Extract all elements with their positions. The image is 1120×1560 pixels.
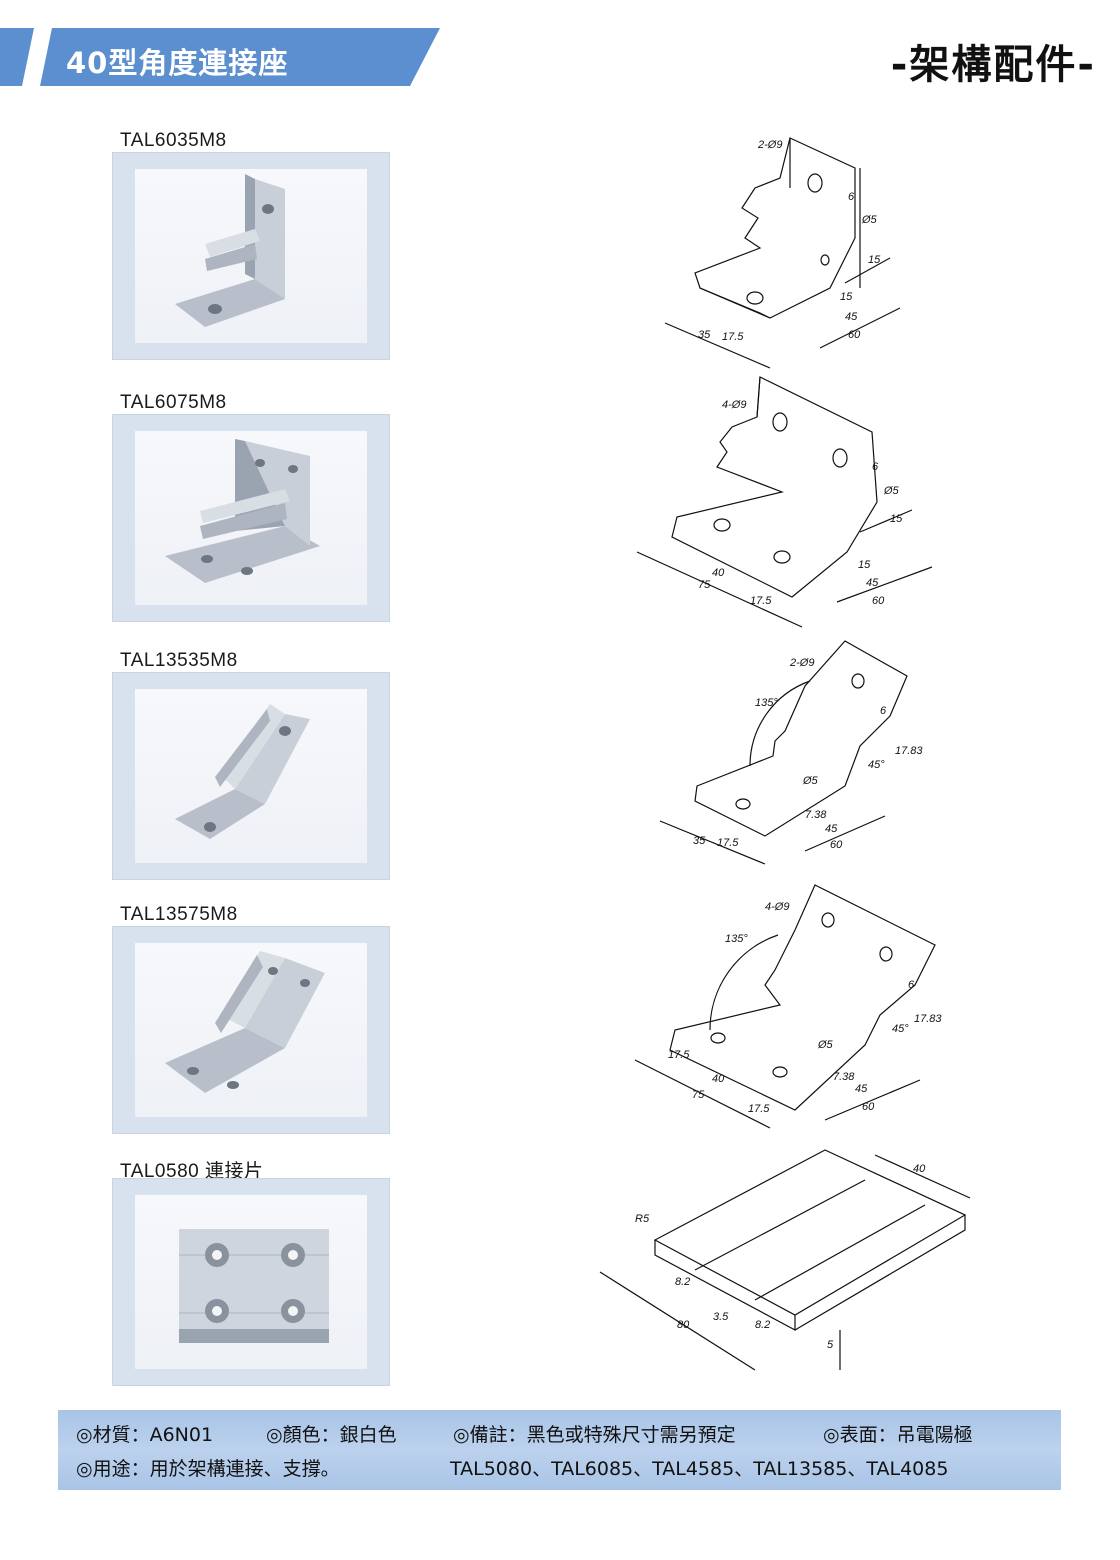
dim-45: 45 (825, 823, 838, 835)
dim-8-2a: 8.2 (675, 1276, 690, 1288)
dim-17-5: 17.5 (722, 331, 744, 343)
plate-photo-icon (179, 1229, 329, 1343)
dim-6: 6 (908, 979, 915, 991)
dim-15a: 15 (890, 513, 903, 525)
technical-drawing-tal13575m8: 4-Ø9 135° 6 17.83 45° Ø5 7.38 45 60 17.5… (634, 884, 942, 1129)
dim-75: 75 (698, 579, 711, 591)
dim-7-38: 7.38 (805, 809, 827, 821)
dim-17-5a: 17.5 (668, 1049, 690, 1061)
category-title: -架構配件- (890, 42, 1096, 88)
dim-phi5: Ø5 (817, 1039, 834, 1051)
dim-phi5: Ø5 (883, 485, 900, 497)
dim-40: 40 (712, 567, 725, 579)
bracket-photo-icon (165, 439, 320, 583)
dim-15a: 15 (868, 254, 881, 266)
dim-phi5: Ø5 (802, 775, 819, 787)
spec-surface: ◎表面：吊電陽極 (823, 1424, 973, 1446)
dim-6: 6 (848, 191, 855, 203)
dim-15b: 15 (858, 559, 871, 571)
dim-17-83: 17.83 (895, 745, 923, 757)
dim-40: 40 (712, 1073, 725, 1085)
dim-45: 45 (845, 311, 858, 323)
model-label: TAL13575M8 (120, 904, 238, 925)
technical-drawing-tal13535m8: 2-Ø9 135° 6 17.83 45° Ø5 7.38 45 60 35 1… (659, 640, 923, 865)
dim-holes: 2-Ø9 (757, 139, 782, 151)
technical-drawing-tal6075m8: 4-Ø9 6 Ø5 15 15 45 60 40 75 17.5 (636, 376, 933, 628)
dim-17-5: 17.5 (750, 595, 772, 607)
dim-45: 45 (866, 577, 879, 589)
product-photo (112, 672, 390, 880)
model-label: TAL6075M8 (120, 392, 227, 413)
spec-material: ◎材質：A6N01 (76, 1424, 214, 1446)
dim-angle: 135° (725, 933, 748, 945)
dim-45deg: 45° (868, 759, 885, 771)
dim-17-5: 17.5 (717, 837, 739, 849)
dim-7-38: 7.38 (833, 1071, 855, 1083)
product-photo (112, 152, 390, 360)
dim-6: 6 (880, 705, 887, 717)
dim-60: 60 (830, 839, 843, 851)
dim-r5: R5 (635, 1213, 650, 1225)
model-label: TAL6035M8 (120, 130, 227, 151)
product-photo (112, 926, 390, 1134)
dim-angle: 135° (755, 697, 778, 709)
dim-17-83: 17.83 (914, 1013, 942, 1025)
dim-6: 6 (872, 461, 879, 473)
header-banner (0, 28, 440, 86)
spec-related-models: TAL5080、TAL6085、TAL4585、TAL13585、TAL4085 (450, 1458, 949, 1480)
model-label: TAL0580 連接片 (120, 1161, 264, 1182)
dim-60: 60 (872, 595, 885, 607)
dim-5: 5 (827, 1339, 834, 1351)
bracket-photo-icon (165, 951, 325, 1093)
dim-phi5: Ø5 (861, 214, 878, 226)
dim-3-5: 3.5 (713, 1311, 729, 1323)
model-label: TAL13535M8 (120, 650, 238, 671)
dim-45deg: 45° (892, 1023, 909, 1035)
bracket-photo-icon (175, 704, 310, 839)
technical-drawing-tal0580: R5 40 80 8.2 8.2 3.5 5 (599, 1149, 971, 1371)
bracket-photo-icon (175, 174, 285, 327)
dim-45: 45 (855, 1083, 868, 1095)
dim-35: 35 (693, 835, 706, 847)
spec-color: ◎顏色：銀白色 (266, 1424, 397, 1446)
dim-40: 40 (913, 1163, 926, 1175)
spec-footer: ◎材質：A6N01 ◎顏色：銀白色 ◎備註：黑色或特殊尺寸需另預定 ◎表面：吊電… (58, 1410, 1061, 1490)
page-title: 40型角度連接座 (66, 46, 289, 80)
dim-60: 60 (848, 329, 861, 341)
technical-drawing-tal6035m8: 2-Ø9 6 Ø5 15 15 45 60 35 17.5 (664, 137, 901, 369)
dim-15b: 15 (840, 291, 853, 303)
dim-80: 80 (677, 1319, 690, 1331)
spec-remark: ◎備註：黑色或特殊尺寸需另預定 (453, 1424, 736, 1446)
dim-35: 35 (698, 329, 711, 341)
dim-holes: 4-Ø9 (722, 399, 746, 411)
dim-75: 75 (692, 1089, 705, 1101)
product-photo (112, 1178, 390, 1386)
dim-8-2b: 8.2 (755, 1319, 770, 1331)
dim-holes: 4-Ø9 (765, 901, 789, 913)
dim-17-5b: 17.5 (748, 1103, 770, 1115)
product-photo (112, 414, 390, 622)
spec-usage: ◎用途：用於架構連接、支撐。 (76, 1458, 340, 1480)
dim-60: 60 (862, 1101, 875, 1113)
dim-holes: 2-Ø9 (789, 657, 814, 669)
